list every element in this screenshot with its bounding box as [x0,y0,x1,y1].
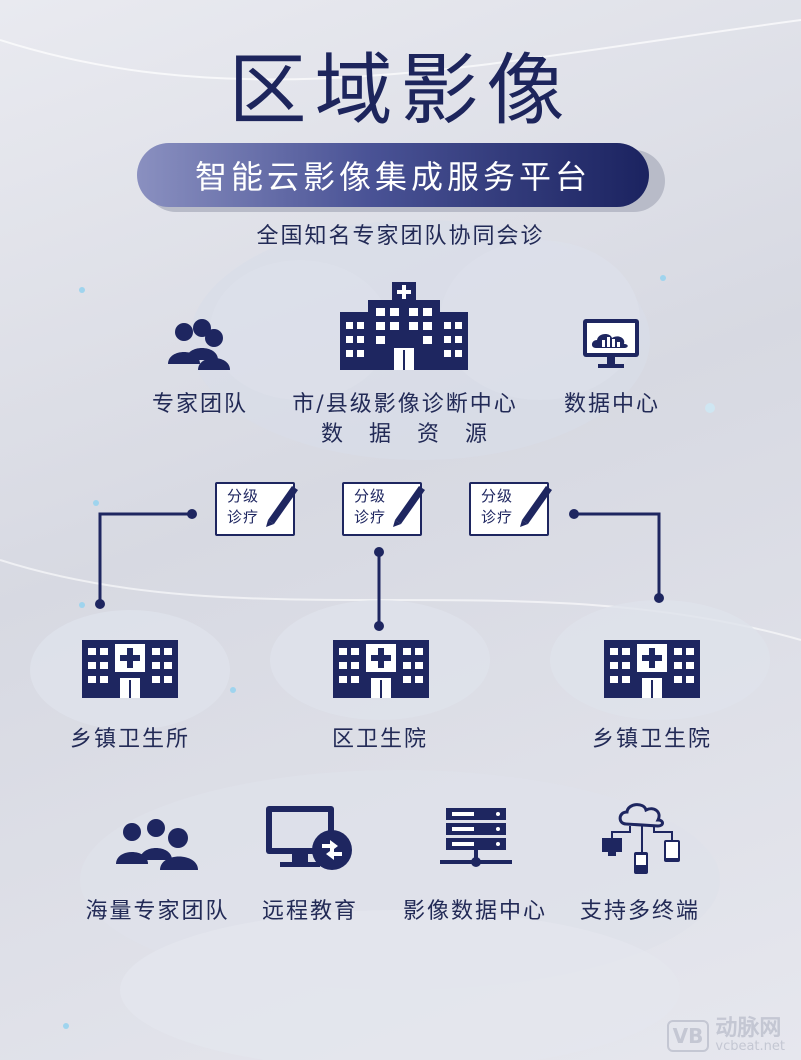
subtitle: 全国知名专家团队协同会诊 [256,224,545,249]
referral-note-2-line2: 诊疗 [354,508,387,526]
label-imaging-data-center: 影像数据中心 [402,899,547,924]
referral-note-1-line2: 诊疗 [227,508,260,526]
multi-terminal-icon [602,803,680,874]
label-district-hospital: 区卫生院 [331,727,428,752]
watermark: VB 动脉网 vcbeat.net [666,1016,785,1054]
server-data-center-icon [440,808,512,867]
clinic-icon [333,640,429,698]
pen-icon [393,486,425,527]
label-township-clinic: 乡镇卫生所 [69,727,190,752]
page-title: 区域影像 [228,46,573,136]
clinic-icon [604,640,700,698]
referral-note-2-line1: 分级 [354,487,387,505]
label-data-center: 数据中心 [563,392,660,417]
label-township-hospital: 乡镇卫生院 [591,727,712,752]
watermark-brand: 动脉网 [715,1016,782,1041]
remote-education-icon [266,806,352,870]
massive-expert-team-icon [116,819,198,870]
pen-icon [520,486,552,527]
data-center-monitor-icon [583,319,639,368]
label-remote-education: 远程教育 [261,899,358,924]
referral-note-1-line1: 分级 [227,487,260,505]
expert-team-icon [168,319,230,370]
hospital-building-icon [340,282,468,370]
referral-note-3-line2: 诊疗 [481,508,514,526]
watermark-logo: VB [666,1020,710,1052]
watermark-site: vcbeat.net [715,1039,785,1054]
label-expert-team: 专家团队 [151,392,248,417]
label-imaging-center: 市/县级影像诊断中心 [292,392,518,417]
label-multi-terminal: 支持多终端 [579,899,700,924]
referral-note-3-line1: 分级 [481,487,514,505]
label-massive-expert-team: 海量专家团队 [85,899,230,924]
platform-banner: 智能云影像集成服务平台 [137,143,649,207]
pen-icon [266,486,298,527]
clinic-icon [82,640,178,698]
label-data-resources: 数 据 资 源 [320,422,489,447]
